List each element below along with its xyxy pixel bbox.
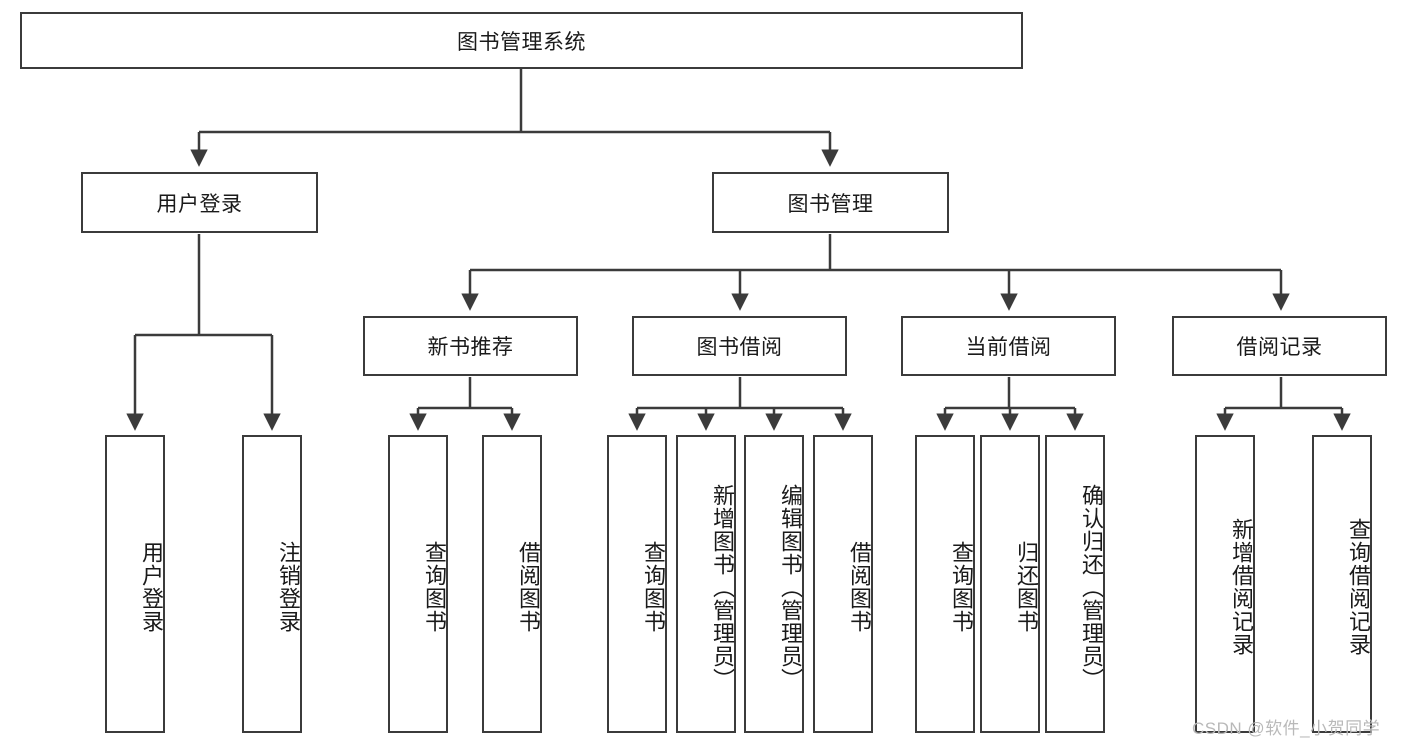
leaf-current-borrow-3[interactable]: 确认归还（管理员） xyxy=(1045,435,1105,733)
leaf-borrow-record-2[interactable]: 查询借阅记录 xyxy=(1312,435,1372,733)
leaf-borrow-record-1-label: 新增借阅记录 xyxy=(1229,518,1254,656)
leaf-new-book-recommend-2[interactable]: 借阅图书 xyxy=(482,435,542,733)
leaf-borrow-record-2-label: 查询借阅记录 xyxy=(1346,518,1371,656)
leaf-current-borrow-1-label: 查询图书 xyxy=(949,541,974,633)
node-root[interactable]: 图书管理系统 xyxy=(20,12,1023,69)
leaf-new-book-recommend-2-label: 借阅图书 xyxy=(516,541,541,633)
node-book-manage-label: 图书管理 xyxy=(787,192,874,216)
leaf-book-borrow-3-label: 编辑图书（管理员） xyxy=(778,483,803,691)
leaf-user-login-2[interactable]: 注销登录 xyxy=(242,435,302,733)
leaf-book-borrow-1-label: 查询图书 xyxy=(641,541,666,633)
csdn-watermark: CSDN @软件_小贺同学 xyxy=(1192,719,1381,738)
leaf-book-borrow-3[interactable]: 编辑图书（管理员） xyxy=(744,435,804,733)
leaf-user-login-1[interactable]: 用户登录 xyxy=(105,435,165,733)
leaf-user-login-2-label: 注销登录 xyxy=(276,541,301,633)
leaf-book-borrow-2-label: 新增图书（管理员） xyxy=(710,483,735,691)
node-new-book-recommend[interactable]: 新书推荐 xyxy=(363,316,578,376)
leaf-book-borrow-4-label: 借阅图书 xyxy=(847,541,872,633)
leaf-current-borrow-1[interactable]: 查询图书 xyxy=(915,435,975,733)
leaf-current-borrow-2[interactable]: 归还图书 xyxy=(980,435,1040,733)
leaf-current-borrow-3-label: 确认归还（管理员） xyxy=(1079,483,1104,691)
leaf-book-borrow-2[interactable]: 新增图书（管理员） xyxy=(676,435,736,733)
leaf-new-book-recommend-1[interactable]: 查询图书 xyxy=(388,435,448,733)
leaf-book-borrow-1[interactable]: 查询图书 xyxy=(607,435,667,733)
leaf-borrow-record-1[interactable]: 新增借阅记录 xyxy=(1195,435,1255,733)
node-current-borrow-label: 当前借阅 xyxy=(965,336,1052,359)
node-user-login-label: 用户登录 xyxy=(156,192,243,216)
leaf-book-borrow-4[interactable]: 借阅图书 xyxy=(813,435,873,733)
leaf-user-login-1-label: 用户登录 xyxy=(139,541,164,633)
leaf-new-book-recommend-1-label: 查询图书 xyxy=(422,541,447,633)
node-borrow-record-label: 借阅记录 xyxy=(1236,336,1323,359)
node-user-login[interactable]: 用户登录 xyxy=(81,172,318,233)
node-current-borrow[interactable]: 当前借阅 xyxy=(901,316,1116,376)
node-book-manage[interactable]: 图书管理 xyxy=(712,172,949,233)
node-root-label: 图书管理系统 xyxy=(457,30,586,54)
node-borrow-record[interactable]: 借阅记录 xyxy=(1172,316,1387,376)
node-book-borrow[interactable]: 图书借阅 xyxy=(632,316,847,376)
leaf-current-borrow-2-label: 归还图书 xyxy=(1014,541,1039,633)
node-new-book-recommend-label: 新书推荐 xyxy=(427,336,514,359)
node-book-borrow-label: 图书借阅 xyxy=(696,336,783,359)
